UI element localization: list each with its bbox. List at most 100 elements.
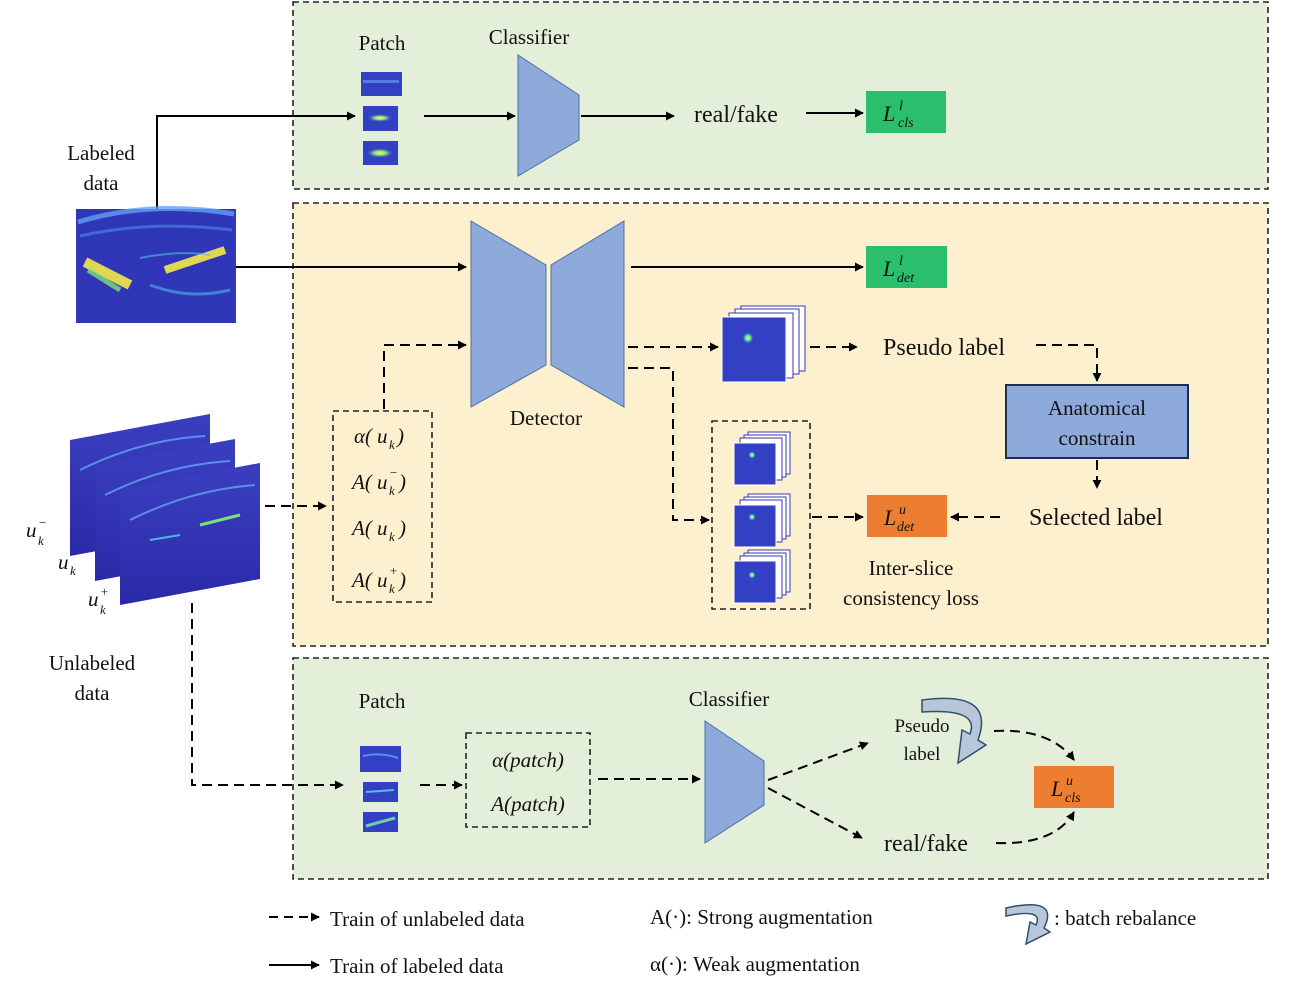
patch-stack-top xyxy=(361,72,402,165)
svg-text:): ) xyxy=(396,424,404,448)
arrow-aug-to-detector xyxy=(383,340,467,409)
patch-stack-bottom xyxy=(360,746,401,832)
strong-aug-uk: A( u k ) xyxy=(350,516,406,544)
inter-slice-label-2: consistency loss xyxy=(843,586,979,610)
classifier-network-top xyxy=(517,54,580,177)
legend-weak-aug: α(·): Weak augmentation xyxy=(650,952,860,976)
arrow-realfake-to-loss-cls xyxy=(995,811,1075,845)
detector-decoder xyxy=(550,220,625,408)
svg-text:u: u xyxy=(899,503,906,518)
svg-text:u: u xyxy=(1066,774,1073,789)
patch-label-top: Patch xyxy=(359,31,406,55)
legend-dashed-label: Train of unlabeled data xyxy=(330,907,525,931)
svg-text:u: u xyxy=(26,518,37,542)
unlabeled-slice-stack xyxy=(70,414,260,605)
svg-text:L: L xyxy=(882,256,895,281)
labeled-data-label-2: data xyxy=(84,171,120,195)
svg-text:A(: A( xyxy=(350,516,374,540)
labeled-data-label: Labeled xyxy=(67,141,135,165)
legend-solid-label: Train of labeled data xyxy=(330,954,504,978)
svg-text:cls: cls xyxy=(898,116,914,131)
loss-cls-labeled: L l cls xyxy=(866,91,946,133)
pseudo-label-small: Pseudo xyxy=(895,716,950,737)
arrow-detector-to-predictions xyxy=(628,367,710,525)
svg-text:k: k xyxy=(70,563,76,578)
pseudo-label-stack xyxy=(721,305,806,383)
arrow-pseudo-to-anatomical xyxy=(1036,344,1102,382)
svg-text:u: u xyxy=(377,424,388,448)
svg-text:k: k xyxy=(389,437,395,452)
classifier-label-bottom: Classifier xyxy=(689,687,769,711)
prediction-stack-1 xyxy=(733,431,791,486)
arrow-pseudo-to-loss-cls xyxy=(993,729,1075,761)
svg-text:u: u xyxy=(377,516,388,540)
svg-text:A(: A( xyxy=(350,568,374,592)
anatomical-constrain-label-2: constrain xyxy=(1059,426,1136,450)
svg-text:u: u xyxy=(377,470,388,494)
legend-rebalance-label: : batch rebalance xyxy=(1054,906,1196,930)
svg-text:L: L xyxy=(882,101,895,126)
pseudo-label-small-2: label xyxy=(904,744,941,765)
svg-text:k: k xyxy=(100,602,106,617)
strong-aug-patch: A(patch) xyxy=(489,792,564,816)
svg-text:det: det xyxy=(897,271,915,286)
svg-text:k: k xyxy=(389,581,395,596)
selected-label-text: Selected label xyxy=(1029,505,1163,531)
svg-text:u: u xyxy=(88,587,99,611)
prediction-stack-2 xyxy=(733,493,791,548)
anatomical-constrain-label: Anatomical xyxy=(1048,396,1146,420)
inter-slice-label: Inter-slice xyxy=(869,556,954,580)
patch-label-bottom: Patch xyxy=(359,689,406,713)
svg-text:−: − xyxy=(389,465,398,480)
svg-text:l: l xyxy=(899,254,903,269)
bottom-classifier-panel xyxy=(292,657,1269,880)
svg-text:u: u xyxy=(377,568,388,592)
svg-text:): ) xyxy=(398,470,406,494)
svg-text:L: L xyxy=(883,505,896,530)
top-classifier-panel xyxy=(292,1,1269,190)
legend: Train of unlabeled data Train of labeled… xyxy=(269,904,1196,978)
legend-rebalance-icon xyxy=(1005,904,1052,946)
arrow-labeled-to-patch xyxy=(156,111,356,210)
svg-text:+: + xyxy=(100,584,109,599)
weak-aug-uk: α( u k ) xyxy=(354,424,404,452)
legend-strong-aug: A(·): Strong augmentation xyxy=(650,905,873,929)
real-fake-top: real/fake xyxy=(694,102,778,128)
strong-aug-uk-minus: A( u − k ) xyxy=(350,465,406,498)
svg-text:k: k xyxy=(38,533,44,548)
loss-det-unlabeled: L u det xyxy=(867,495,947,537)
unlabeled-data-label-2: data xyxy=(75,681,111,705)
svg-text:A(: A( xyxy=(350,470,374,494)
svg-text:L: L xyxy=(1050,776,1063,801)
labeled-ultrasound-image xyxy=(76,206,236,323)
svg-text:α(: α( xyxy=(354,424,374,448)
loss-cls-unlabeled: L u cls xyxy=(1034,766,1114,808)
arrow-classifier-to-realfake-bottom xyxy=(767,787,863,839)
classifier-label-top: Classifier xyxy=(489,25,569,49)
augmentation-box xyxy=(332,410,433,603)
svg-text:cls: cls xyxy=(1065,791,1081,806)
svg-text:det: det xyxy=(897,520,915,535)
slice-label-plus: u + k xyxy=(88,584,109,617)
svg-text:): ) xyxy=(398,568,406,592)
detector-encoder xyxy=(470,220,547,408)
arrow-classifier-to-pseudo xyxy=(767,741,869,781)
svg-text:): ) xyxy=(398,516,406,540)
unlabeled-data-label: Unlabeled xyxy=(49,651,136,675)
strong-aug-uk-plus: A( u + k ) xyxy=(350,563,406,596)
svg-text:+: + xyxy=(389,563,398,578)
anatomical-constrain-box xyxy=(1005,384,1189,459)
inter-slice-predictions-box xyxy=(711,420,811,610)
slice-label-mid: u k xyxy=(58,550,76,578)
prediction-stack-3 xyxy=(733,549,791,604)
classifier-network-bottom xyxy=(704,720,765,844)
svg-text:−: − xyxy=(38,515,47,530)
detector-label: Detector xyxy=(510,406,582,430)
svg-text:u: u xyxy=(58,550,69,574)
batch-rebalance-icon xyxy=(921,697,988,765)
slice-label-minus: u − k xyxy=(26,515,47,548)
svg-text:l: l xyxy=(899,99,903,114)
real-fake-bottom: real/fake xyxy=(884,831,968,857)
svg-text:k: k xyxy=(389,529,395,544)
